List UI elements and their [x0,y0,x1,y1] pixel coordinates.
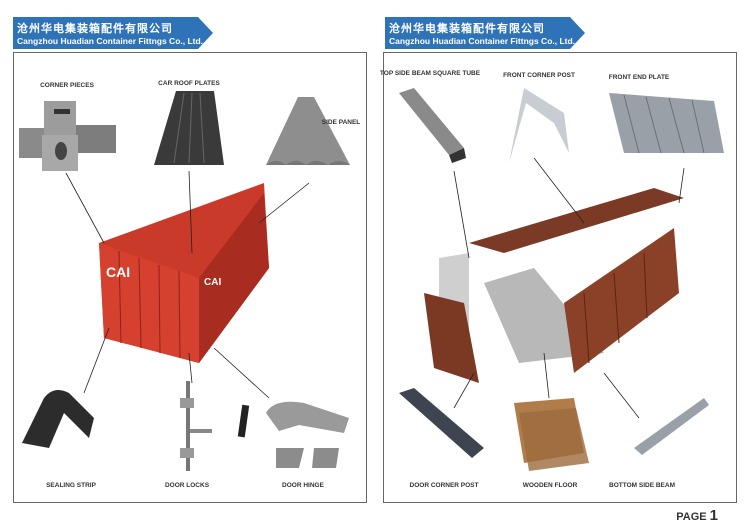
svg-text:CAI: CAI [204,277,221,288]
container-parts-panel-left: CAI CAI CORNER PIECES CAR ROOF PLATES SI… [13,52,367,503]
company-banner-left: 沧州华电集装箱配件有限公司 Cangzhou Huadian Container… [13,17,213,49]
label-door-locks: DOOR LOCKS [164,482,210,489]
page-number: PAGE 1 [676,507,718,524]
label-top-side-beam-square-tube: TOP SIDE BEAM SQUARE TUBE [379,70,481,77]
car-roof-plates-image [154,91,224,165]
banner-arrow-shape [385,17,585,49]
label-car-roof-plates: CAR ROOF PLATES [158,80,220,87]
door-locks-image [180,381,250,471]
label-side-panel: SIDE PANEL [321,119,361,126]
pointer-arrows [65,170,310,399]
pointer-arrows [453,157,685,419]
label-wooden-floor: WOODEN FLOOR [522,482,578,489]
label-front-corner-post: FRONT CORNER POST [503,72,575,79]
label-door-hinge: DOOR HINGE [282,482,324,489]
label-door-corner-post: DOOR CORNER POST [409,482,479,489]
corner-pieces-image [19,101,116,171]
red-container-image: CAI CAI [99,183,269,363]
company-banner-right: 沧州华电集装箱配件有限公司 Cangzhou Huadian Container… [385,17,585,49]
door-corner-post-image [399,388,484,458]
front-end-plate-image [609,93,724,154]
company-name-en: Cangzhou Huadian Container Fittngs Co., … [389,36,576,46]
side-panel-image [266,97,350,165]
front-corner-post-image [509,88,569,163]
container-parts-panel-right: TOP SIDE BEAM SQUARE TUBE FRONT CORNER P… [379,52,737,503]
bottom-side-beam-image [634,398,709,455]
label-front-end-plate: FRONT END PLATE [608,74,670,81]
svg-text:CAI: CAI [106,264,130,280]
sealing-strip-image [22,389,94,448]
door-hinge-image [266,401,349,468]
top-side-beam-square-tube-image [399,88,466,163]
label-sealing-strip: SEALING STRIP [46,482,96,489]
container-frame-image [424,188,684,383]
banner-arrow-shape [13,17,213,49]
wooden-floor-image [514,398,589,471]
company-name-en: Cangzhou Huadian Container Fittngs Co., … [17,36,204,46]
company-name-cn: 沧州华电集装箱配件有限公司 [389,22,545,35]
label-corner-pieces: CORNER PIECES [40,82,94,89]
container-structure-illustration [399,88,724,471]
container-parts-illustration: CAI CAI [19,91,350,471]
label-bottom-side-beam: BOTTOM SIDE BEAM [609,482,675,489]
company-name-cn: 沧州华电集装箱配件有限公司 [17,22,173,35]
